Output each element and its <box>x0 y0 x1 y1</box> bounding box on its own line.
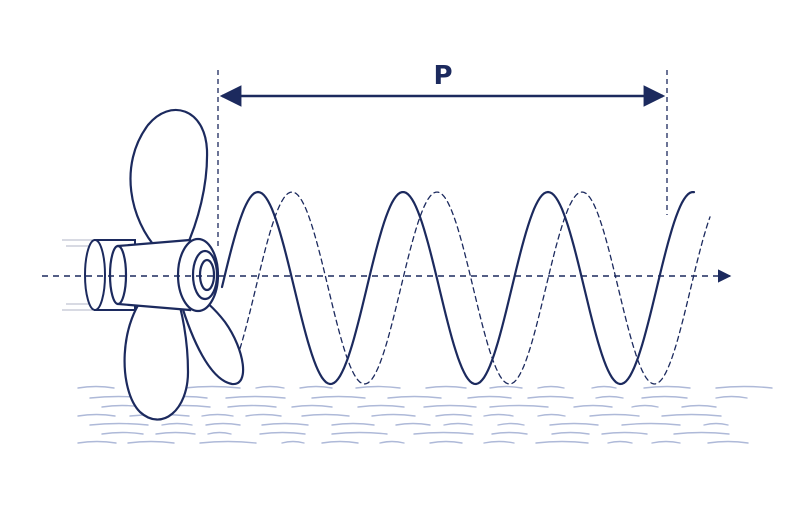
water-ripple <box>643 385 691 389</box>
water-ripple <box>715 385 773 389</box>
water-ripple <box>435 413 472 417</box>
water-ripple <box>311 395 366 399</box>
water-ripple <box>355 385 401 389</box>
propeller-hub <box>108 237 220 313</box>
water-ripple <box>573 404 613 408</box>
water-ripple <box>205 422 241 426</box>
water-ripple <box>429 440 463 444</box>
water-ripple <box>673 431 730 435</box>
water-ripple <box>387 395 442 399</box>
water-ripple <box>127 440 175 444</box>
water-ripple <box>631 404 659 408</box>
water-ripple <box>537 413 566 417</box>
water-ripple <box>379 440 405 444</box>
water-ripple <box>661 413 722 417</box>
water-ripple <box>207 431 232 435</box>
water-ripple <box>443 422 473 426</box>
water-ripple <box>89 422 149 426</box>
water-ripple <box>395 422 431 426</box>
water-ripple <box>549 422 599 426</box>
water-ripple <box>703 422 729 426</box>
water-ripple <box>589 413 640 417</box>
water-ripple <box>281 440 305 444</box>
water-ripple <box>299 385 333 389</box>
helix-front-solid <box>220 190 696 386</box>
water-ripple <box>591 385 617 389</box>
water-ripple <box>535 440 589 444</box>
water-ripple <box>551 431 590 435</box>
water-ripple <box>245 413 282 417</box>
water-ripple <box>261 422 309 426</box>
water-ripple <box>595 395 624 399</box>
water-ripple <box>707 440 749 444</box>
water-ripple <box>301 413 350 417</box>
water-ripple <box>491 431 528 435</box>
water-ripple <box>155 431 196 435</box>
water-ripple <box>483 413 514 417</box>
water-ripple <box>483 440 515 444</box>
water-ripple <box>321 440 359 444</box>
water-ripple <box>371 413 416 417</box>
helix-path <box>220 190 711 386</box>
water-ripple <box>527 395 574 399</box>
water-ripple <box>681 404 717 408</box>
water-ripple <box>101 431 144 435</box>
water-ripple <box>77 413 116 417</box>
water-ripple <box>607 440 633 444</box>
water-ripple <box>425 385 467 389</box>
pitch-label: P <box>433 61 452 91</box>
pitch-dimension: P <box>217 61 668 250</box>
water-ripple <box>227 404 277 408</box>
water-ripple <box>467 395 512 399</box>
water-ripple <box>331 422 375 426</box>
water-ripple <box>161 422 193 426</box>
water-ripple <box>621 422 681 426</box>
water-ripple <box>259 431 306 435</box>
water-ripple <box>183 385 241 389</box>
water-ripple <box>225 395 286 399</box>
lower-left-blade <box>123 288 190 421</box>
water-ripple <box>423 404 477 408</box>
water-ripple <box>77 440 117 444</box>
water-ripple <box>199 440 257 444</box>
water-ripple <box>641 395 688 399</box>
water-ripple <box>715 395 748 399</box>
water-ripple <box>413 431 474 435</box>
water-ripple <box>291 404 333 408</box>
water-ripple <box>331 431 388 435</box>
water-ripple <box>357 404 405 408</box>
water-ripple <box>489 385 523 389</box>
water-ripple <box>651 440 681 444</box>
water-ripple <box>497 422 525 426</box>
propeller-blades <box>123 108 245 421</box>
upper-blade <box>129 108 209 252</box>
water-ripple <box>601 431 648 435</box>
water-ripple <box>77 385 115 389</box>
water-ripple <box>537 385 565 389</box>
water-ripple <box>489 404 549 408</box>
water-ripple <box>255 385 285 389</box>
water-ripple <box>201 413 234 417</box>
